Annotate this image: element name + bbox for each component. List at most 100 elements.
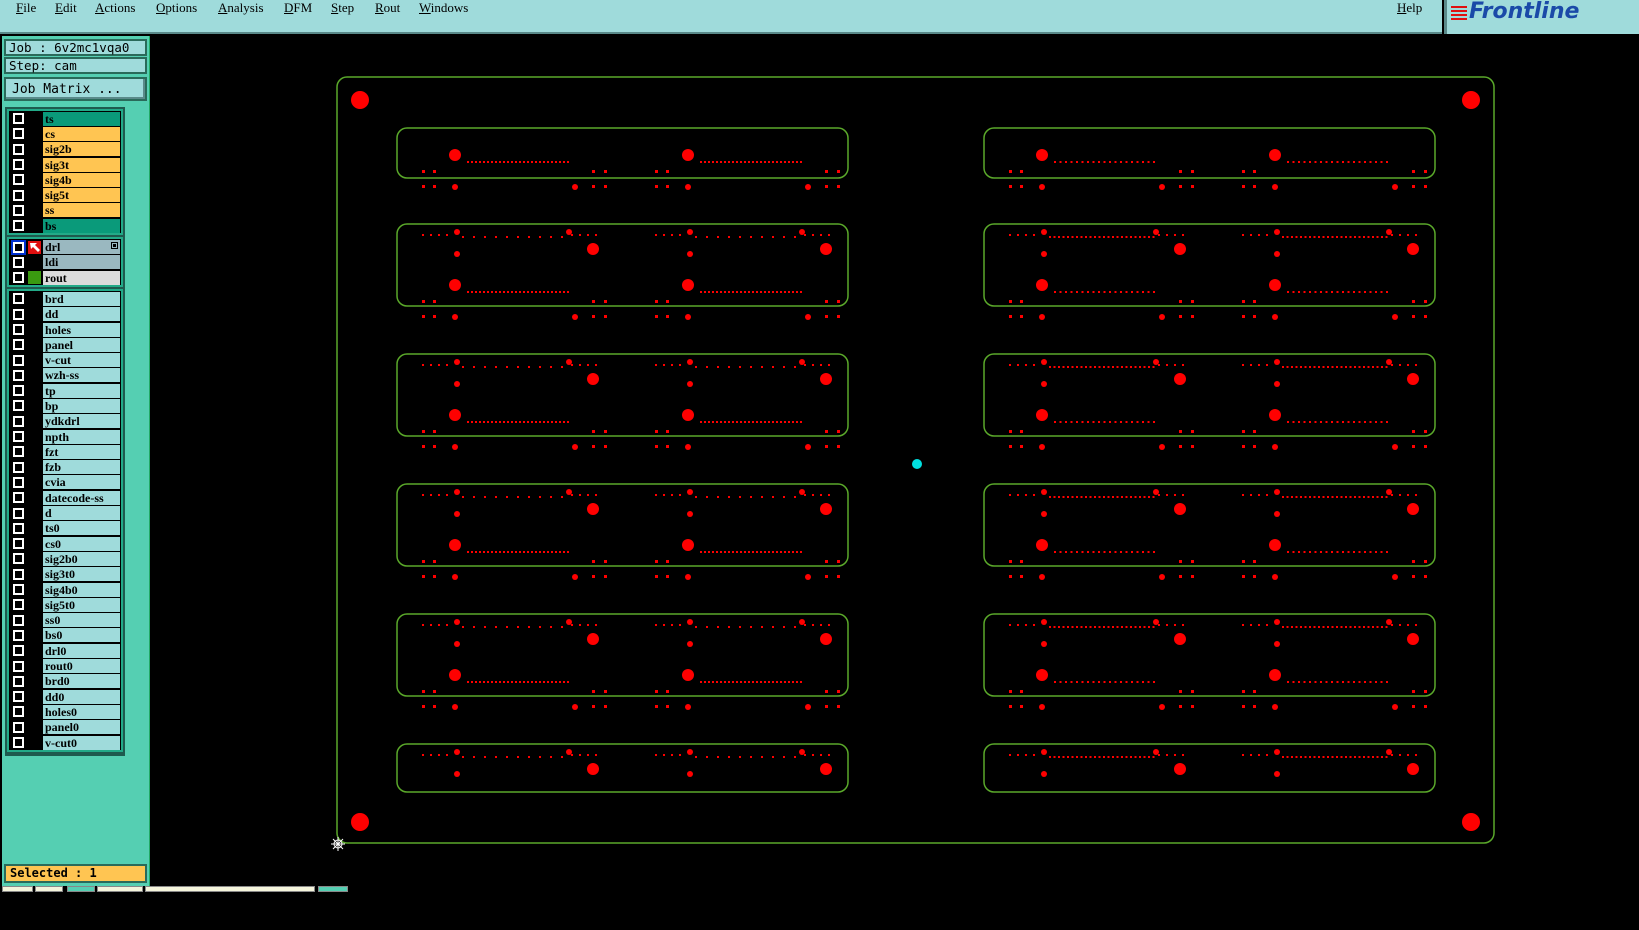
layer-row-npth[interactable]: npth [9, 429, 121, 444]
layer-row-brd0[interactable]: brd0 [9, 674, 121, 689]
layer-row-ldi[interactable]: ldi [9, 255, 121, 270]
layer-row-drl0[interactable]: drl0 [9, 643, 121, 658]
layer-row-datecode-ss[interactable]: datecode-ss [9, 490, 121, 505]
menu-file[interactable]: File [16, 0, 37, 15]
layer-checkbox[interactable] [12, 255, 25, 269]
layer-row-panel[interactable]: panel [9, 337, 121, 352]
layer-checkbox[interactable] [12, 353, 25, 367]
menu-analysis[interactable]: Analysis [218, 0, 264, 15]
layer-row-dd[interactable]: dd [9, 307, 121, 322]
layer-row-sig3t[interactable]: sig3t [9, 157, 121, 172]
layer-checkbox[interactable] [12, 598, 25, 612]
layer-row-holes[interactable]: holes [9, 322, 121, 337]
layer-checkbox[interactable] [12, 674, 25, 688]
layer-checkbox[interactable] [12, 613, 25, 627]
layer-row-rout[interactable]: rout [9, 270, 121, 285]
layer-row-fzb[interactable]: fzb [9, 460, 121, 475]
menu-options[interactable]: Options [156, 0, 198, 15]
layer-checkbox[interactable] [12, 460, 25, 474]
layer-checkbox[interactable] [12, 188, 25, 202]
layer-row-drl[interactable]: drl [9, 239, 121, 255]
layer-checkbox[interactable] [12, 368, 25, 382]
layer-row-panel0[interactable]: panel0 [9, 720, 121, 735]
layer-checkbox[interactable] [12, 307, 25, 321]
layer-checkbox[interactable] [12, 430, 25, 444]
layer-row-sig3t0[interactable]: sig3t0 [9, 567, 121, 582]
layer-checkbox[interactable] [12, 521, 25, 535]
layer-row-sig4b0[interactable]: sig4b0 [9, 582, 121, 597]
layer-row-cvia[interactable]: cvia [9, 475, 121, 490]
layer-row-v-cut0[interactable]: v-cut0 [9, 735, 121, 750]
layer-checkbox[interactable] [12, 219, 25, 233]
layer-row-ydkdrl[interactable]: ydkdrl [9, 414, 121, 429]
layer-checkbox[interactable] [12, 583, 25, 597]
layer-checkbox[interactable] [12, 173, 25, 187]
layer-checkbox[interactable] [12, 475, 25, 489]
layer-row-fzt[interactable]: fzt [9, 444, 121, 459]
layer-checkbox[interactable] [12, 567, 25, 581]
status-tab[interactable] [35, 886, 63, 892]
layer-checkbox[interactable] [12, 158, 25, 172]
layer-row-dd0[interactable]: dd0 [9, 689, 121, 704]
layer-row-ts[interactable]: ts [9, 111, 121, 126]
layer-checkbox[interactable] [12, 537, 25, 551]
layer-row-bs[interactable]: bs [9, 218, 121, 233]
status-tab[interactable] [97, 886, 143, 892]
layer-row-bp[interactable]: bp [9, 398, 121, 413]
layer-row-bs0[interactable]: bs0 [9, 628, 121, 643]
layer-row-sig5t[interactable]: sig5t [9, 187, 121, 203]
status-tab[interactable] [318, 886, 348, 892]
layer-checkbox[interactable] [12, 399, 25, 413]
layer-checkbox[interactable] [12, 203, 25, 217]
layer-row-sig2b0[interactable]: sig2b0 [9, 551, 121, 566]
layer-checkbox[interactable] [11, 239, 26, 255]
layer-checkbox[interactable] [12, 127, 25, 141]
layer-row-ss0[interactable]: ss0 [9, 613, 121, 628]
layer-checkbox[interactable] [12, 384, 25, 398]
status-tab[interactable] [67, 886, 95, 892]
layer-row-rout0[interactable]: rout0 [9, 658, 121, 674]
layer-row-v-cut[interactable]: v-cut [9, 352, 121, 368]
menu-step[interactable]: Step [331, 0, 355, 15]
layer-row-sig5t0[interactable]: sig5t0 [9, 597, 121, 612]
job-matrix-button[interactable]: Job Matrix ... [4, 77, 147, 101]
layer-checkbox[interactable] [12, 414, 25, 428]
layer-checkbox[interactable] [12, 506, 25, 520]
layer-row-sig2b[interactable]: sig2b [9, 142, 121, 157]
layer-checkbox[interactable] [12, 690, 25, 704]
menu-edit[interactable]: Edit [55, 0, 77, 15]
layer-checkbox[interactable] [12, 659, 25, 673]
layer-row-cs0[interactable]: cs0 [9, 536, 121, 551]
menu-help[interactable]: Help [1397, 0, 1423, 15]
layer-checkbox[interactable] [12, 338, 25, 352]
layer-row-d[interactable]: d [9, 505, 121, 521]
layer-row-sig4b[interactable]: sig4b [9, 172, 121, 187]
layer-checkbox[interactable] [12, 271, 25, 285]
status-tab[interactable] [2, 886, 33, 892]
layer-checkbox[interactable] [12, 552, 25, 566]
status-tab[interactable] [145, 886, 315, 892]
layer-row-ts0[interactable]: ts0 [9, 521, 121, 536]
layer-checkbox[interactable] [12, 491, 25, 505]
layer-checkbox[interactable] [12, 644, 25, 658]
layer-checkbox[interactable] [12, 705, 25, 719]
layer-checkbox[interactable] [12, 628, 25, 642]
menu-windows[interactable]: Windows [419, 0, 469, 15]
layer-row-ss[interactable]: ss [9, 203, 121, 218]
layer-row-holes0[interactable]: holes0 [9, 704, 121, 719]
layer-checkbox[interactable] [12, 142, 25, 156]
layer-row-cs[interactable]: cs [9, 126, 121, 141]
menu-rout[interactable]: Rout [375, 0, 401, 15]
layer-checkbox[interactable] [12, 323, 25, 336]
layer-checkbox[interactable] [12, 736, 25, 750]
layer-checkbox[interactable] [12, 292, 25, 306]
layer-options-icon[interactable] [111, 242, 118, 251]
graphics-canvas[interactable] [152, 36, 1639, 886]
layer-row-wzh-ss[interactable]: wzh-ss [9, 368, 121, 383]
layer-checkbox[interactable] [12, 720, 25, 734]
menu-dfm[interactable]: DFM [284, 0, 313, 15]
layer-checkbox[interactable] [12, 112, 25, 126]
menu-actions[interactable]: Actions [95, 0, 136, 15]
layer-row-brd[interactable]: brd [9, 291, 121, 306]
layer-checkbox[interactable] [12, 445, 25, 459]
